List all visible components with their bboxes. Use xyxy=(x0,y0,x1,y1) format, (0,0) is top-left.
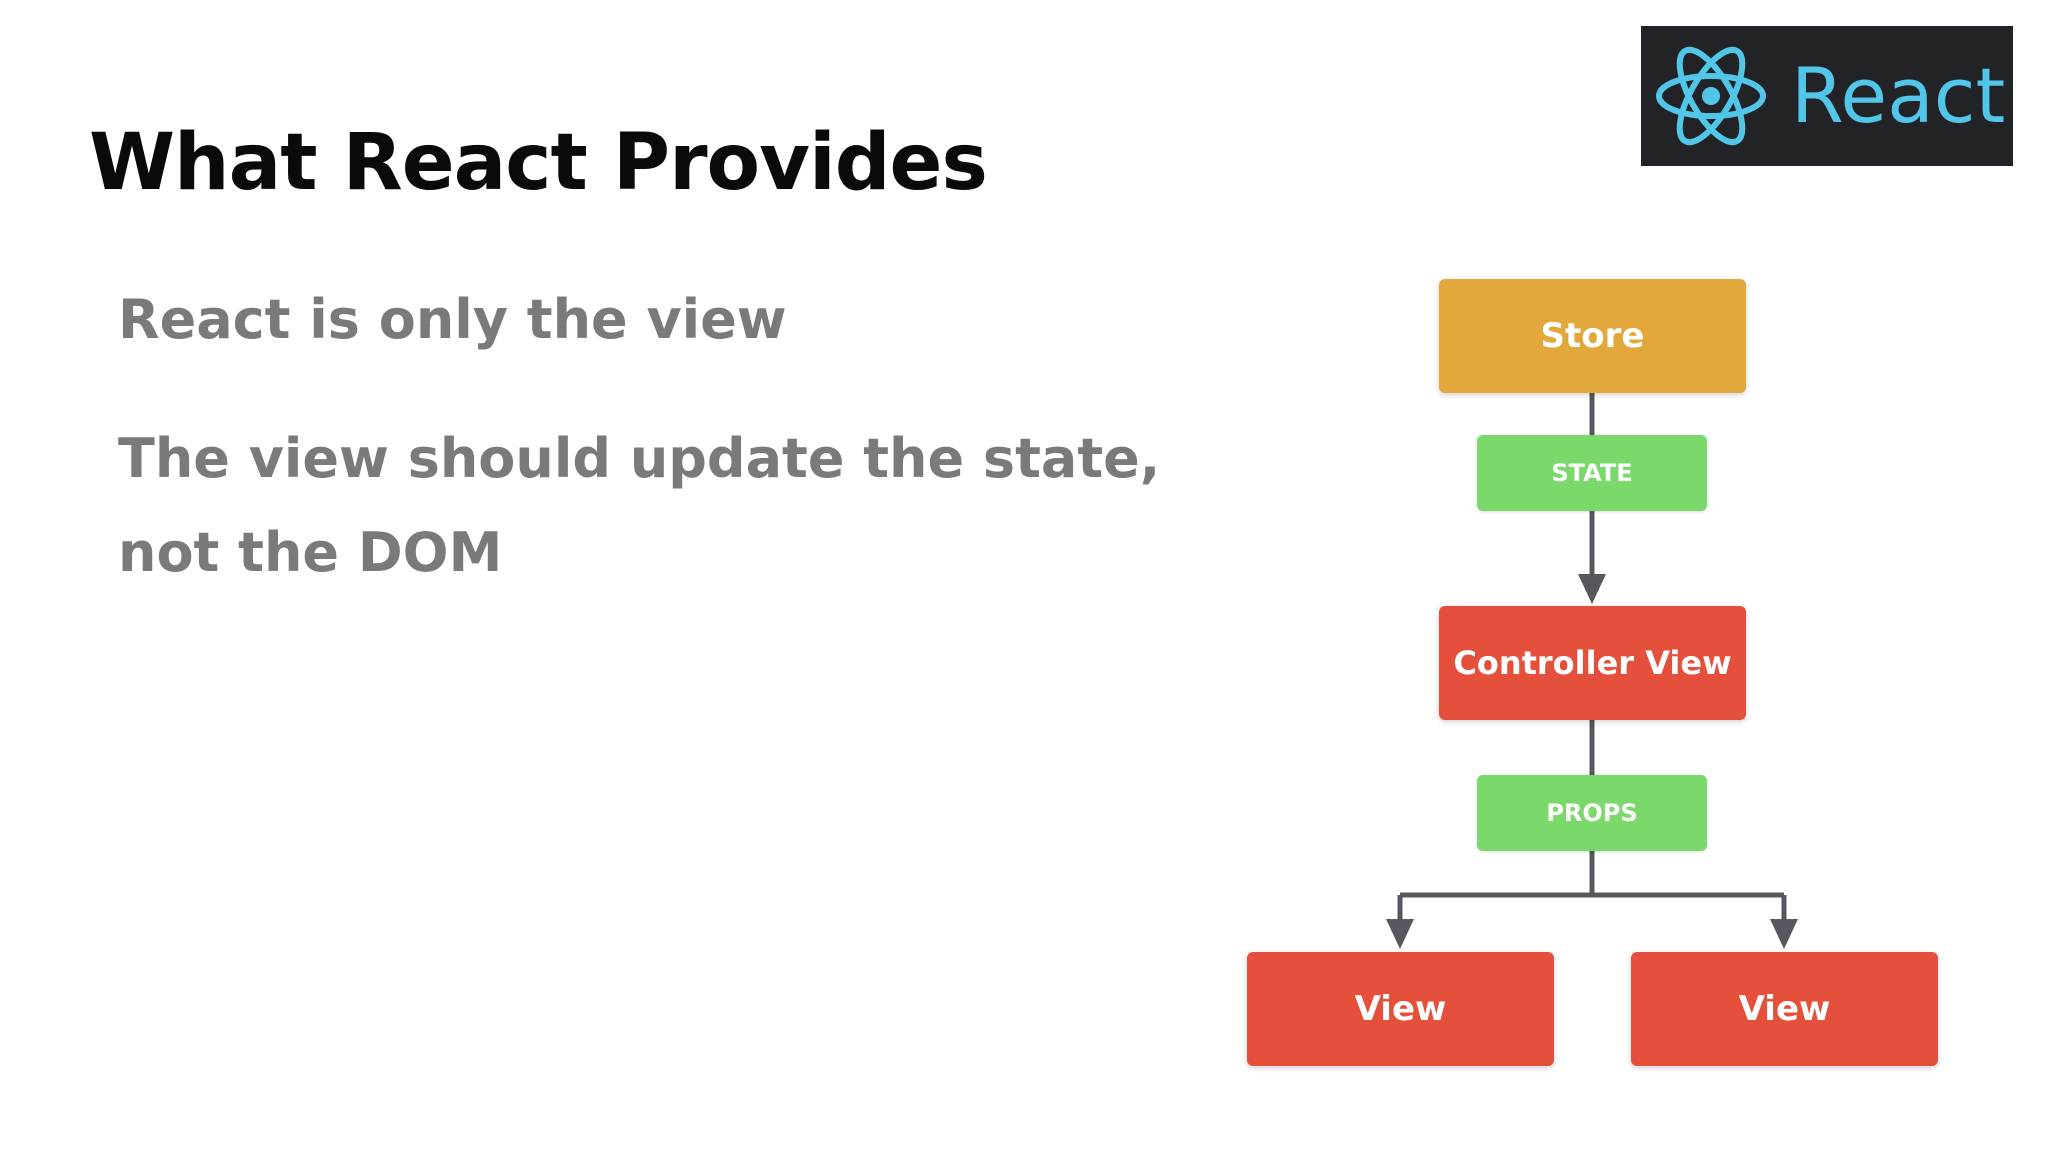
view-node-right-label: View xyxy=(1738,989,1831,1029)
react-logo: React xyxy=(1641,26,2013,166)
store-node-label: Store xyxy=(1540,316,1645,356)
slide-title: What React Provides xyxy=(89,118,988,208)
store-node: Store xyxy=(1439,279,1746,393)
view-node-left-label: View xyxy=(1354,989,1447,1029)
react-atom-icon xyxy=(1656,46,1766,146)
controller-view-node: Controller View xyxy=(1439,606,1746,720)
react-logo-text: React xyxy=(1791,51,2006,140)
bullet-react-is-only-the-view: React is only the view xyxy=(118,288,787,351)
view-node-left: View xyxy=(1247,952,1554,1066)
view-node-right: View xyxy=(1631,952,1938,1066)
state-edge-label: STATE xyxy=(1477,435,1707,511)
bullet-view-updates-state: The view should update the state, not th… xyxy=(118,427,1161,584)
arrowhead-left-view xyxy=(1386,919,1414,949)
props-edge-label-text: PROPS xyxy=(1546,799,1638,827)
arrowhead-controller xyxy=(1578,574,1606,604)
props-edge-label: PROPS xyxy=(1477,775,1707,851)
controller-view-node-label: Controller View xyxy=(1453,644,1732,682)
arrowhead-right-view xyxy=(1770,919,1798,949)
state-edge-label-text: STATE xyxy=(1551,459,1633,487)
